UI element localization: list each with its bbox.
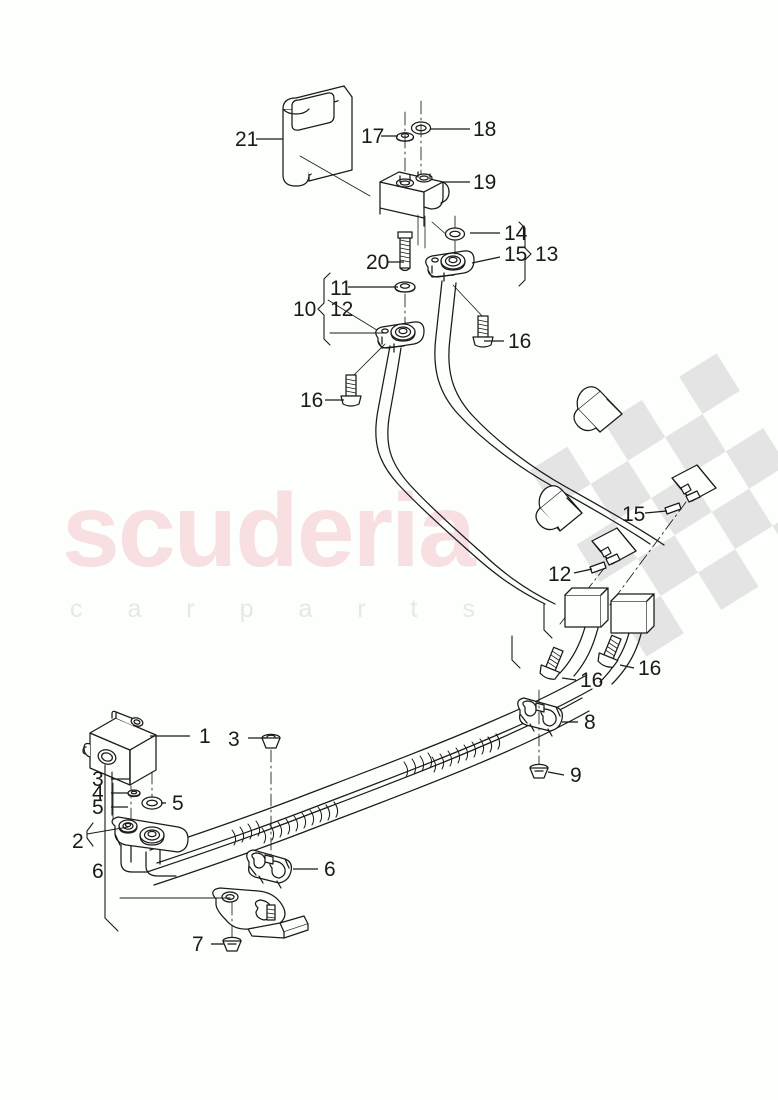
pipe-end-fitting-mid xyxy=(591,527,637,566)
leader-21-to-19 xyxy=(299,155,371,197)
callout-5b: 5 xyxy=(172,792,184,815)
callout-12a: 12 xyxy=(330,298,353,321)
pipe-branch-b xyxy=(573,627,599,677)
callout-17: 17 xyxy=(361,125,384,148)
pipe-tick-marks xyxy=(511,603,553,669)
pipe-branch-d xyxy=(611,633,642,685)
part-8-double-clamp xyxy=(517,697,563,737)
callout-11: 11 xyxy=(330,277,352,300)
callout-6b: 6 xyxy=(324,858,336,881)
pipe-upper-left xyxy=(375,345,556,605)
callout-16d: 16 xyxy=(638,657,661,680)
pipe-coupling-mid xyxy=(535,485,583,532)
pipe-upper-right xyxy=(434,280,665,546)
technical-line-art xyxy=(82,85,717,952)
pipe-branch-a xyxy=(559,626,586,674)
callout-16a: 16 xyxy=(300,389,323,412)
part-9-grommet-stud xyxy=(529,763,549,779)
part-14-seal-ring xyxy=(444,227,466,241)
pipe-corrugation-right-upper xyxy=(403,752,433,778)
callout-leaders xyxy=(111,128,668,945)
callout-3a: 3 xyxy=(228,728,240,751)
callout-4: 4 xyxy=(92,782,104,805)
callout-10: 10 xyxy=(293,298,316,321)
part-21-rubber-mount xyxy=(282,85,353,187)
callout-1: 1 xyxy=(199,725,211,748)
callout-6a: 6 xyxy=(92,860,104,883)
pipe-corrugation-left-upper xyxy=(231,820,261,846)
brace-6-vertical xyxy=(104,764,119,932)
part-16-bolt-mid-left xyxy=(539,646,564,680)
part-12b-pin xyxy=(589,561,607,574)
part-1-valve-block xyxy=(82,710,157,786)
callout-number-layer: 1 2 3 3 4 5 5 6 6 7 8 9 10 11 12 12 13 1… xyxy=(72,118,661,956)
callout-15a: 15 xyxy=(504,243,527,266)
part-4-small-washer xyxy=(127,789,141,798)
callout-21: 21 xyxy=(235,128,258,151)
bracket-13-group xyxy=(518,221,532,287)
watermark-car-parts: c a r p a r t s xyxy=(70,595,494,623)
part-19-connector-block xyxy=(379,171,450,227)
watermark-scuderia: scuderia xyxy=(62,473,477,589)
part-6-clamp-right xyxy=(246,849,292,889)
callout-20: 20 xyxy=(366,251,389,274)
callout-16b: 16 xyxy=(508,330,531,353)
part-20-long-bolt xyxy=(397,231,413,272)
pipe-end-fitting-upper-right xyxy=(671,464,717,503)
callout-18: 18 xyxy=(473,118,496,141)
part-5-seal-ring xyxy=(141,796,163,810)
pipe-junction-box-right xyxy=(610,593,655,634)
pipe-corrugation-right xyxy=(431,738,485,773)
callout-19: 19 xyxy=(473,171,496,194)
callout-15b: 15 xyxy=(622,503,645,526)
callout-3b: 3 xyxy=(92,768,104,791)
part-15b-pin xyxy=(664,502,682,515)
part-15-mount-right xyxy=(425,250,475,282)
leader-15-to-16 xyxy=(452,284,485,319)
pipe-junction-box-left xyxy=(564,587,609,628)
callout-9: 9 xyxy=(570,764,582,787)
part-2-pipe-bracket xyxy=(111,816,189,877)
part-16-bolt-upper-right xyxy=(472,315,494,348)
pipe-sleeve-rings xyxy=(325,733,501,821)
bracket-10-group xyxy=(317,272,331,346)
callout-16c: 16 xyxy=(580,669,603,692)
part-16-bolt-left xyxy=(340,374,362,407)
leader-12-to-16 xyxy=(351,343,386,378)
callout-14: 14 xyxy=(504,222,528,245)
pipe-coupling-upper xyxy=(573,386,623,433)
callout-12b: 12 xyxy=(548,563,571,586)
callout-7: 7 xyxy=(192,933,204,956)
part-7-grommet xyxy=(222,936,242,952)
callout-13: 13 xyxy=(535,243,558,266)
callout-5a: 5 xyxy=(92,796,104,819)
callout-2: 2 xyxy=(72,830,84,853)
pipe-corrugation-left xyxy=(261,806,323,844)
brace-2-leader xyxy=(86,826,129,835)
part-3a-nut xyxy=(261,733,281,749)
pipe-branch-c xyxy=(599,632,630,683)
part-bolt-strap xyxy=(266,904,276,921)
callout-8: 8 xyxy=(584,711,596,734)
part-16-bolt-mid-right xyxy=(597,634,622,668)
